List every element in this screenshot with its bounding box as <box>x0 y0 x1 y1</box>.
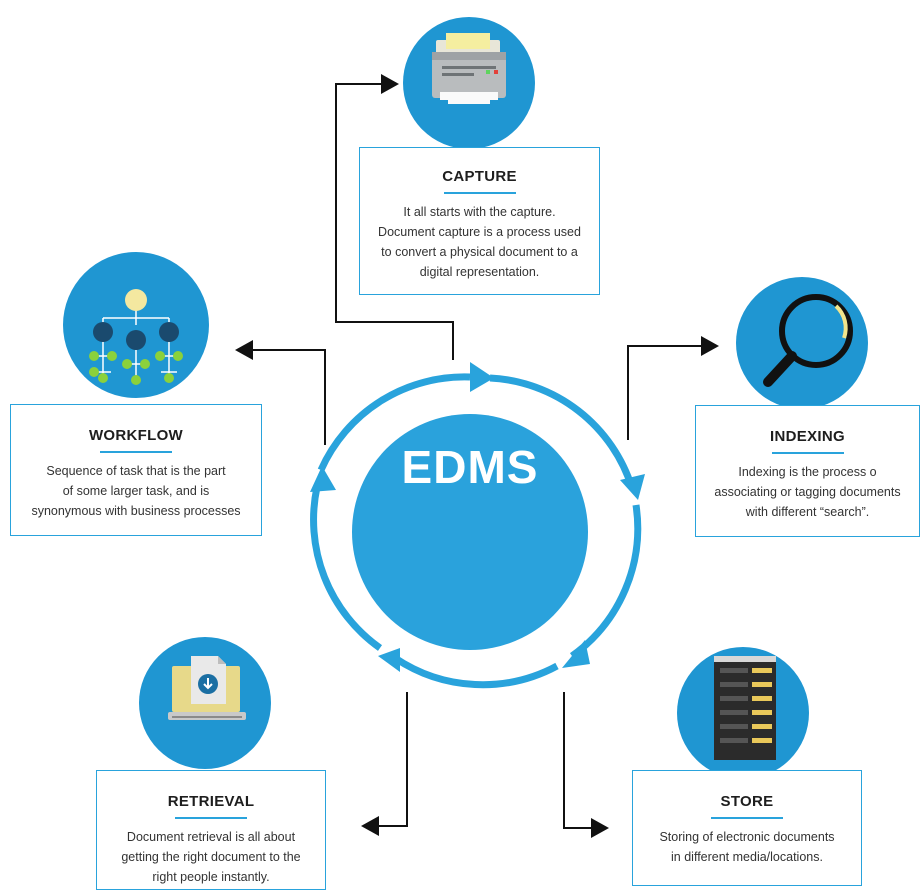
workflow-line-3: synonymous with business processes <box>31 504 241 518</box>
capture-line-4: digital representation. <box>419 265 540 279</box>
retrieval-line-1: Document retrieval is all about <box>126 830 296 844</box>
hierarchy-tree-icon <box>89 289 183 385</box>
workflow-title: WORKFLOW <box>88 427 184 444</box>
store-underline <box>711 817 783 819</box>
arrowhead-workflow <box>235 340 253 360</box>
retrieval-line-3: right people instantly. <box>152 870 270 884</box>
laptop-download-icon <box>168 656 246 720</box>
workflow-line-2: of some larger task, and is <box>62 484 210 498</box>
cycle-arrowheads <box>310 362 645 672</box>
retrieval-card: RETRIEVAL Document retrieval is all abou… <box>96 770 326 890</box>
capture-line-1: It all starts with the capture. <box>403 205 556 219</box>
edms-center-circle <box>352 414 588 650</box>
arrowhead-indexing <box>701 336 719 356</box>
magnifying-glass-icon <box>763 294 853 387</box>
arrow-to-capture <box>335 83 454 360</box>
retrieval-title: RETRIEVAL <box>167 793 255 810</box>
retrieval-line-2: getting the right document to the <box>121 850 301 864</box>
workflow-line-1: Sequence of task that is the part <box>46 464 226 478</box>
store-line-1: Storing of electronic documents <box>659 830 835 844</box>
store-card: STORE Storing of electronic documents in… <box>632 770 862 886</box>
capture-line-3: to convert a physical document to a <box>381 245 578 259</box>
arrow-to-workflow <box>253 349 326 445</box>
workflow-underline <box>100 451 172 453</box>
arrow-to-retrieval <box>375 692 408 827</box>
printer-scanner-icon <box>432 33 506 104</box>
indexing-title: INDEXING <box>770 428 845 445</box>
capture-underline <box>443 192 516 194</box>
indexing-line-3: with different “search”. <box>745 505 870 519</box>
cycle-ring <box>310 373 642 689</box>
indexing-underline <box>771 452 844 454</box>
store-line-2: in different media/locations. <box>671 850 823 864</box>
indexing-line-1: Indexing is the process o <box>738 465 877 479</box>
arrowhead-retrieval <box>361 816 379 836</box>
connector-arrows <box>253 83 705 829</box>
server-rack-icon <box>714 656 776 760</box>
capture-title: CAPTURE <box>442 168 517 185</box>
arrow-to-indexing <box>627 345 705 440</box>
store-title: STORE <box>720 793 774 810</box>
edms-center-label: EDMS <box>401 441 539 493</box>
indexing-line-2: associating or tagging documents <box>714 485 901 499</box>
arrowhead-store <box>591 818 609 838</box>
arrow-to-store <box>563 692 595 829</box>
indexing-card: INDEXING Indexing is the process o assoc… <box>695 405 920 537</box>
arrowheads <box>235 74 719 838</box>
capture-card: CAPTURE It all starts with the capture. … <box>359 147 600 295</box>
workflow-card: WORKFLOW Sequence of task that is the pa… <box>10 404 262 536</box>
arrowhead-capture <box>381 74 399 94</box>
capture-line-2: Document capture is a process used <box>378 225 581 239</box>
retrieval-underline <box>175 817 247 819</box>
